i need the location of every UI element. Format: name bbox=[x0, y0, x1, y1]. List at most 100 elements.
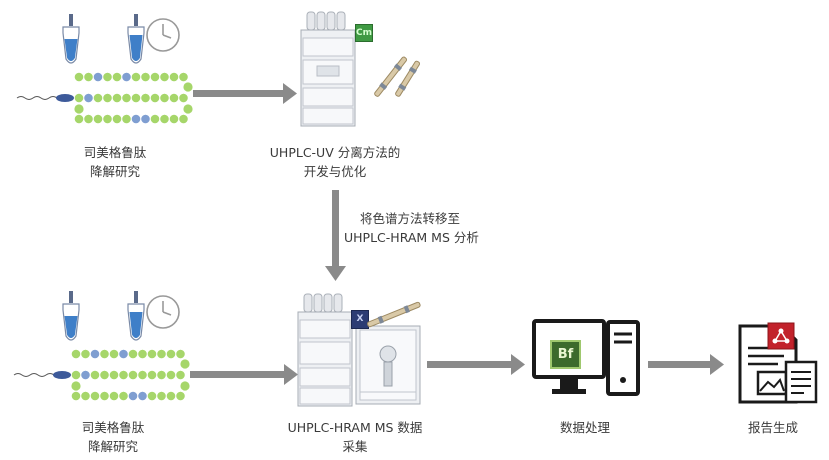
amino-acid-bead bbox=[131, 93, 141, 103]
report-label: 报告生成 bbox=[747, 420, 798, 435]
uv-method-label: UHPLC-UV 分离方法的 开发与优化 bbox=[269, 145, 401, 179]
clock-icon bbox=[146, 295, 180, 329]
amino-acid-bead bbox=[109, 349, 119, 359]
amino-acid-bead bbox=[74, 104, 84, 114]
amino-acid-bead bbox=[118, 349, 129, 359]
tube-icon bbox=[62, 291, 80, 341]
amino-acid-bead bbox=[102, 114, 113, 124]
amino-acid-bead bbox=[80, 370, 91, 380]
amino-acid-bead bbox=[112, 72, 122, 82]
clock-icon bbox=[146, 18, 180, 52]
amino-acid-bead bbox=[178, 93, 189, 103]
amino-acid-bead bbox=[99, 349, 110, 359]
tubes-clock-bottom bbox=[62, 291, 180, 341]
amino-acid-bead bbox=[90, 349, 100, 359]
transfer-label: 将色谱方法转移至 UHPLC-HRAM MS 分析 bbox=[344, 211, 479, 245]
amino-acid-bead bbox=[140, 93, 151, 103]
amino-acid-bead bbox=[112, 114, 122, 124]
amino-acid-bead bbox=[166, 370, 176, 380]
amino-acid-bead bbox=[74, 72, 84, 82]
amino-acid-bead bbox=[131, 72, 141, 82]
amino-acid-bead bbox=[150, 72, 160, 82]
amino-acid-bead bbox=[109, 391, 119, 401]
amino-acid-bead bbox=[156, 349, 167, 359]
amino-acid-bead bbox=[71, 349, 81, 359]
amino-acid-bead bbox=[166, 349, 176, 359]
amino-acid-bead bbox=[178, 114, 189, 124]
amino-acid-bead bbox=[180, 381, 190, 391]
amino-acid-bead bbox=[102, 72, 113, 82]
bottles bbox=[306, 11, 346, 31]
arrow-uv-to-ms-transfer bbox=[325, 190, 346, 281]
amino-acid-bead bbox=[93, 114, 103, 124]
amino-acid-bead bbox=[112, 93, 122, 103]
amino-acid-bead bbox=[118, 391, 129, 401]
peptide-chain-icon bbox=[13, 349, 190, 401]
linker-bead bbox=[56, 94, 74, 102]
cm-software-badge: Cm bbox=[355, 24, 373, 42]
amino-acid-bead bbox=[121, 114, 132, 124]
amino-acid-bead bbox=[80, 391, 91, 401]
tubes-clock-top bbox=[62, 14, 180, 64]
amino-acid-bead bbox=[175, 391, 186, 401]
column-icon bbox=[395, 60, 421, 97]
amino-acid-bead bbox=[169, 93, 179, 103]
amino-acid-bead bbox=[71, 370, 81, 380]
amino-acid-bead bbox=[121, 72, 132, 82]
amino-acid-bead bbox=[74, 114, 84, 124]
amino-acid-bead bbox=[169, 72, 179, 82]
peptide-chain-icon bbox=[16, 72, 193, 124]
column-icon bbox=[374, 56, 408, 97]
arrow-processing-to-report bbox=[648, 354, 724, 375]
amino-acid-bead bbox=[118, 370, 129, 380]
amino-acid-bead bbox=[175, 349, 186, 359]
report-software-badge bbox=[767, 322, 795, 350]
desktop-tower-icon bbox=[606, 320, 640, 396]
amino-acid-bead bbox=[156, 370, 167, 380]
uhplc-instrument-icon bbox=[297, 293, 353, 407]
amino-acid-bead bbox=[159, 72, 170, 82]
amino-acid-bead bbox=[159, 93, 170, 103]
amino-acid-bead bbox=[156, 391, 167, 401]
amino-acid-bead bbox=[128, 391, 138, 401]
bf-software-badge: Bf bbox=[550, 340, 581, 369]
amino-acid-bead bbox=[178, 72, 189, 82]
amino-acid-bead bbox=[102, 93, 113, 103]
amino-acid-bead bbox=[169, 114, 179, 124]
fatty-acid-tail bbox=[13, 373, 55, 377]
mass-spectrometer-icon bbox=[355, 325, 421, 405]
amino-acid-bead bbox=[150, 114, 160, 124]
amino-acid-bead bbox=[90, 391, 100, 401]
tube-icon bbox=[62, 14, 80, 64]
amino-acid-bead bbox=[74, 93, 84, 103]
amino-acid-bead bbox=[83, 114, 94, 124]
amino-acid-bead bbox=[183, 82, 193, 92]
amino-acid-bead bbox=[147, 391, 157, 401]
amino-acid-bead bbox=[137, 391, 148, 401]
arrow-degradation-to-uv bbox=[193, 83, 297, 104]
amino-acid-bead bbox=[93, 93, 103, 103]
amino-acid-bead bbox=[90, 370, 100, 380]
amino-acid-bead bbox=[80, 349, 91, 359]
arrow-ms-to-processing bbox=[427, 354, 525, 375]
amino-acid-bead bbox=[150, 93, 160, 103]
amino-acid-bead bbox=[159, 114, 170, 124]
degradation-label-top: 司美格鲁肽 降解研究 bbox=[83, 145, 147, 179]
amino-acid-bead bbox=[99, 391, 110, 401]
amino-acid-bead bbox=[137, 349, 148, 359]
amino-acid-bead bbox=[166, 391, 176, 401]
amino-acid-bead bbox=[99, 370, 110, 380]
data-processing-label: 数据处理 bbox=[559, 420, 610, 435]
amino-acid-bead bbox=[83, 72, 94, 82]
linker-bead bbox=[53, 371, 71, 379]
amino-acid-bead bbox=[147, 349, 157, 359]
amino-acid-bead bbox=[147, 370, 157, 380]
ms-acquisition-label: UHPLC-HRAM MS 数据 采集 bbox=[287, 420, 423, 454]
arrow-degradation-to-ms bbox=[190, 364, 298, 385]
amino-acid-bead bbox=[140, 114, 151, 124]
tube-icon bbox=[127, 291, 145, 341]
amino-acid-bead bbox=[121, 93, 132, 103]
degradation-label-bottom: 司美格鲁肽 降解研究 bbox=[81, 420, 145, 454]
amino-acid-bead bbox=[180, 359, 190, 369]
